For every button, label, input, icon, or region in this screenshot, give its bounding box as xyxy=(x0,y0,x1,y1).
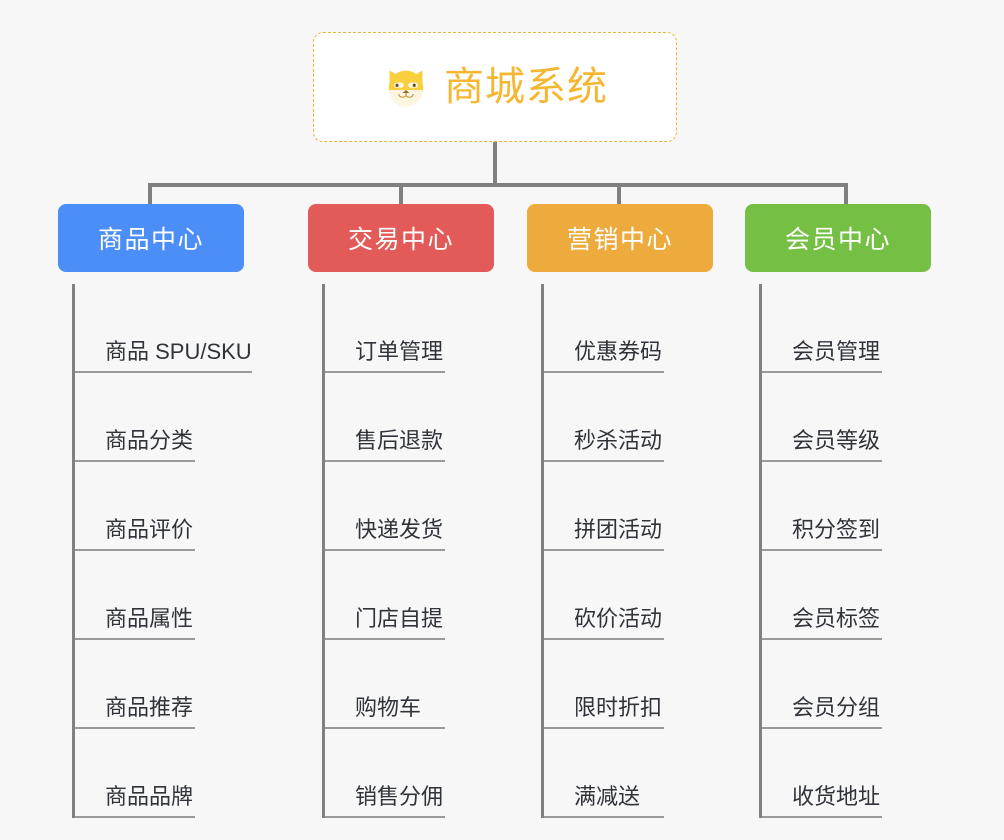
branch-column-1: 商品中心 商品 SPU/SKU 商品分类 商品评价 商品属性 商品推荐 商品品牌 xyxy=(58,204,252,818)
branch-header-label: 商品中心 xyxy=(97,226,204,254)
connector-drop-3 xyxy=(617,183,621,207)
branch-header-label: 会员中心 xyxy=(784,226,891,254)
branch-leaf-list-2: 订单管理 售后退款 快递发货 门店自提 购物车 销售分佣 xyxy=(308,284,494,818)
leaf-item[interactable]: 积分签到 xyxy=(762,462,882,551)
leaf-label: 收货地址 xyxy=(792,783,881,809)
leaf-item[interactable]: 砍价活动 xyxy=(544,551,664,640)
leaf-item[interactable]: 购物车 xyxy=(325,640,445,729)
shiba-dog-face-icon xyxy=(382,63,430,111)
leaf-label: 商品品牌 xyxy=(105,783,194,809)
leaf-item[interactable]: 销售分佣 xyxy=(325,729,445,818)
branch-leaf-list-1: 商品 SPU/SKU 商品分类 商品评价 商品属性 商品推荐 商品品牌 xyxy=(58,284,252,818)
leaf-label: 订单管理 xyxy=(355,338,444,364)
leaf-item[interactable]: 拼团活动 xyxy=(544,462,664,551)
leaf-label: 会员分组 xyxy=(792,694,881,720)
leaf-label: 门店自提 xyxy=(355,605,444,631)
leaf-label: 商品分类 xyxy=(105,427,194,453)
leaf-item[interactable]: 满减送 xyxy=(544,729,664,818)
branch-header-label: 营销中心 xyxy=(566,226,673,254)
connector-drop-2 xyxy=(399,183,403,207)
leaf-label: 砍价活动 xyxy=(574,605,663,631)
leaf-label: 商品 SPU/SKU xyxy=(105,338,252,364)
leaf-item[interactable]: 秒杀活动 xyxy=(544,373,664,462)
leaf-item[interactable]: 商品分类 xyxy=(75,373,195,462)
branch-header-3[interactable]: 营销中心 xyxy=(527,204,713,272)
leaf-item[interactable]: 优惠券码 xyxy=(544,284,664,373)
leaf-label: 满减送 xyxy=(574,783,641,809)
branch-header-label: 交易中心 xyxy=(347,226,454,254)
root-title: 商城系统 xyxy=(444,65,608,109)
connector-drop-1 xyxy=(148,183,152,207)
leaf-label: 会员管理 xyxy=(792,338,881,364)
connector-drop-4 xyxy=(844,183,848,207)
leaf-label: 拼团活动 xyxy=(574,516,663,542)
leaf-item[interactable]: 收货地址 xyxy=(762,729,882,818)
branch-spine-2 xyxy=(322,284,325,818)
leaf-item[interactable]: 限时折扣 xyxy=(544,640,664,729)
leaf-item[interactable]: 售后退款 xyxy=(325,373,445,462)
leaf-label: 商品评价 xyxy=(105,516,194,542)
leaf-label: 商品推荐 xyxy=(105,694,194,720)
leaf-item[interactable]: 会员管理 xyxy=(762,284,882,373)
branch-column-4: 会员中心 会员管理 会员等级 积分签到 会员标签 会员分组 收货地址 xyxy=(745,204,931,818)
branch-header-1[interactable]: 商品中心 xyxy=(58,204,244,272)
leaf-label: 积分签到 xyxy=(792,516,881,542)
branch-spine-4 xyxy=(759,284,762,818)
connector-root-stem xyxy=(493,142,497,186)
leaf-item[interactable]: 门店自提 xyxy=(325,551,445,640)
leaf-label: 销售分佣 xyxy=(355,783,444,809)
leaf-item[interactable]: 订单管理 xyxy=(325,284,445,373)
leaf-item[interactable]: 商品 SPU/SKU xyxy=(75,284,252,373)
leaf-item[interactable]: 会员分组 xyxy=(762,640,882,729)
leaf-label: 会员标签 xyxy=(792,605,881,631)
leaf-item[interactable]: 商品属性 xyxy=(75,551,195,640)
leaf-item[interactable]: 会员标签 xyxy=(762,551,882,640)
leaf-item[interactable]: 会员等级 xyxy=(762,373,882,462)
leaf-label: 限时折扣 xyxy=(574,694,663,720)
leaf-label: 秒杀活动 xyxy=(574,427,663,453)
branch-column-2: 交易中心 订单管理 售后退款 快递发货 门店自提 购物车 销售分佣 xyxy=(308,204,494,818)
leaf-label: 购物车 xyxy=(355,694,422,720)
branch-header-2[interactable]: 交易中心 xyxy=(308,204,494,272)
branch-header-4[interactable]: 会员中心 xyxy=(745,204,931,272)
branch-spine-1 xyxy=(72,284,75,818)
branch-spine-3 xyxy=(541,284,544,818)
leaf-item[interactable]: 快递发货 xyxy=(325,462,445,551)
branch-leaf-list-3: 优惠券码 秒杀活动 拼团活动 砍价活动 限时折扣 满减送 xyxy=(527,284,713,818)
leaf-label: 快递发货 xyxy=(355,516,444,542)
root-node[interactable]: 商城系统 xyxy=(313,32,677,142)
branch-column-3: 营销中心 优惠券码 秒杀活动 拼团活动 砍价活动 限时折扣 满减送 xyxy=(527,204,713,818)
leaf-item[interactable]: 商品推荐 xyxy=(75,640,195,729)
leaf-label: 售后退款 xyxy=(355,427,444,453)
leaf-item[interactable]: 商品评价 xyxy=(75,462,195,551)
leaf-label: 商品属性 xyxy=(105,605,194,631)
leaf-label: 优惠券码 xyxy=(574,338,663,364)
leaf-item[interactable]: 商品品牌 xyxy=(75,729,195,818)
leaf-label: 会员等级 xyxy=(792,427,881,453)
branch-leaf-list-4: 会员管理 会员等级 积分签到 会员标签 会员分组 收货地址 xyxy=(745,284,931,818)
connector-horizontal-bus xyxy=(148,183,848,187)
